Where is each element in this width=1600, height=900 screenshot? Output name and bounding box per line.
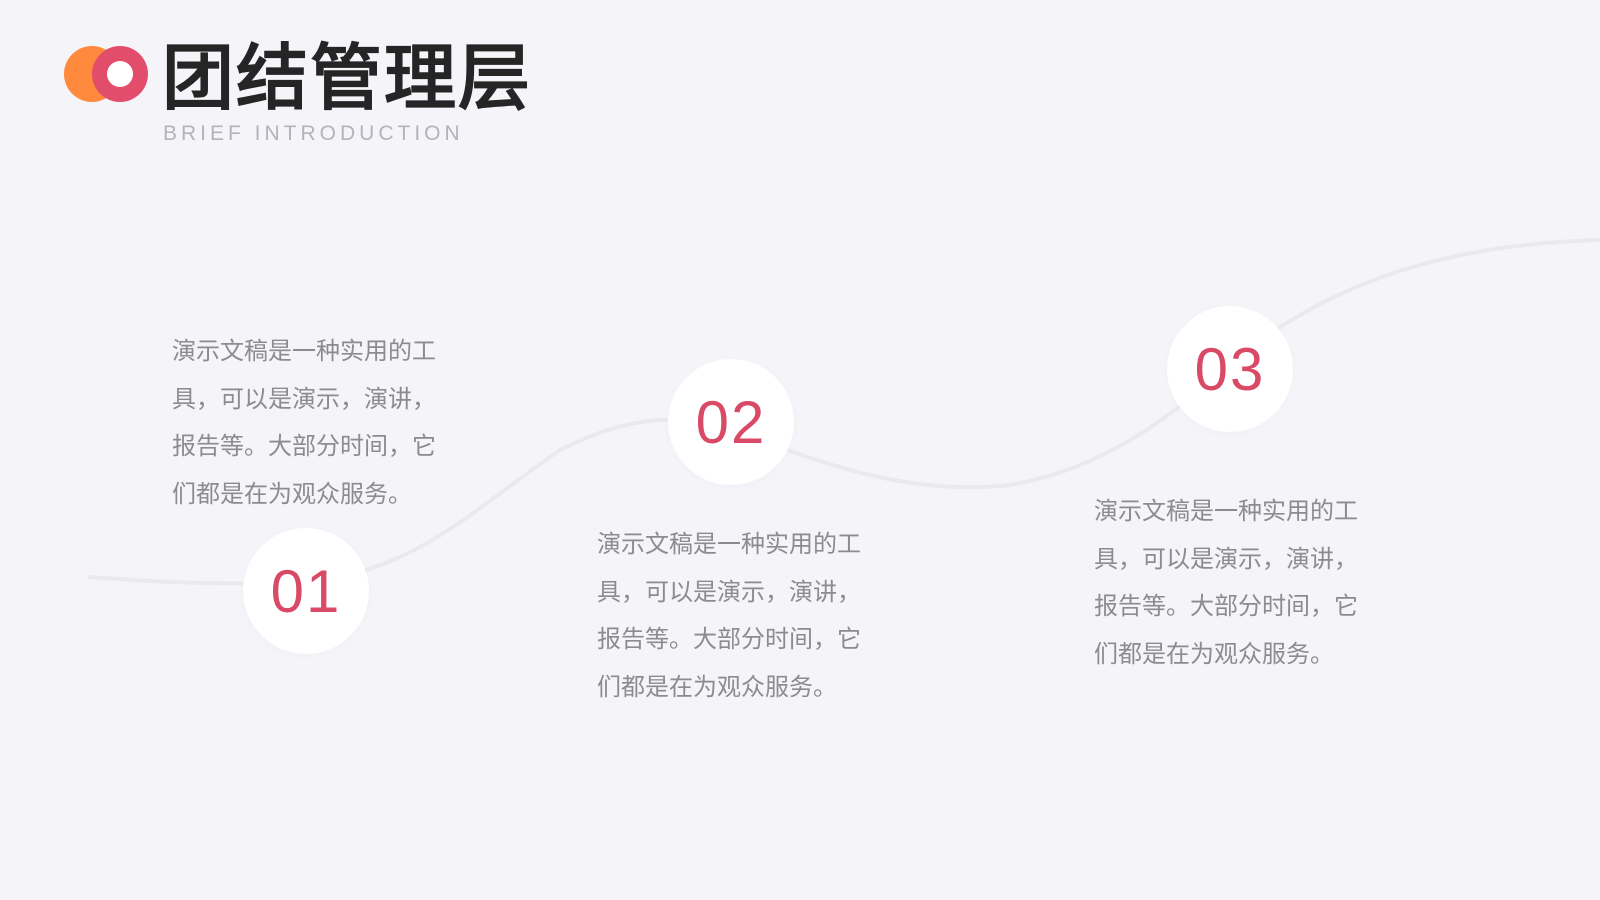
step-3-description: 演示文稿是一种实用的工具，可以是演示，演讲，报告等。大部分时间，它们都是在为观众… xyxy=(1094,497,1358,668)
page-title: 团结管理层 xyxy=(162,36,533,120)
logo-icon xyxy=(64,46,148,102)
step-1-number: 01 xyxy=(243,528,369,654)
step-2-description: 演示文稿是一种实用的工具，可以是演示，演讲，报告等。大部分时间，它们都是在为观众… xyxy=(597,530,861,701)
step-1-description: 演示文稿是一种实用的工具，可以是演示，演讲，报告等。大部分时间，它们都是在为观众… xyxy=(172,337,436,508)
page-subtitle: BRIEF INTRODUCTION xyxy=(163,122,464,145)
step-3-number: 03 xyxy=(1167,306,1293,432)
step-2-number: 02 xyxy=(668,359,794,485)
